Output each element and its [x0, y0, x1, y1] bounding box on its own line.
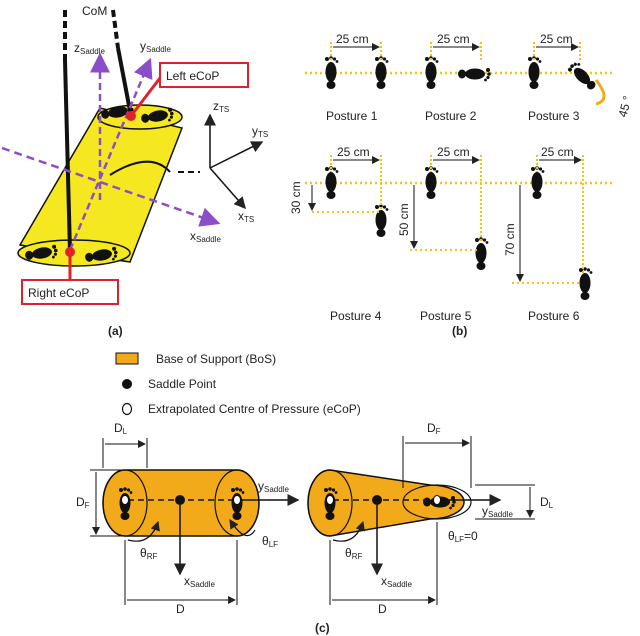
theta-rf-arc — [127, 520, 160, 542]
z-ts-label: zTS — [213, 99, 229, 114]
df-label: DF — [76, 495, 90, 510]
y-saddle-label: ySaddle — [140, 39, 171, 54]
posture4-right-foot — [375, 204, 389, 237]
p1-width-label: 25 cm — [336, 32, 369, 46]
legend-ecop-marker — [121, 402, 133, 416]
c-left-x-label: xSaddle — [184, 574, 215, 589]
panel-a-label: (a) — [108, 324, 123, 338]
p3-angle-label: 45 ° — [616, 94, 635, 119]
x-ts-label: xTS — [238, 209, 254, 224]
posture4-label: Posture 4 — [330, 309, 382, 323]
c-left-saddle-point — [175, 495, 185, 505]
posture6-label: Posture 6 — [528, 309, 580, 323]
bos-left-ellipse-2 — [214, 469, 260, 537]
posture1-label: Posture 1 — [326, 109, 378, 123]
posture5-label: Posture 5 — [420, 309, 472, 323]
posture1-left-foot — [325, 56, 339, 89]
posture2-left-foot — [425, 56, 439, 89]
rotation-arc — [109, 160, 171, 176]
bos-right-ellipse-2 — [402, 484, 472, 520]
bos-right-ellipse-1 — [307, 469, 353, 537]
legend-bos-label: Base of Support (BoS) — [156, 352, 276, 366]
theta-rf-arc-right — [332, 520, 365, 542]
panel-b: 25 cm Posture 1 25 cm Posture 2 25 cm 45… — [289, 32, 635, 338]
dl-right-label: DL — [540, 495, 554, 510]
posture5-right-foot — [475, 237, 489, 270]
c-left-ecop-2 — [233, 495, 241, 505]
dl-label: DL — [114, 421, 128, 436]
panel-a: CoM zSaddle ySaddle xSaddle zTS yTS xTS … — [1, 4, 268, 338]
p6-width-label: 25 cm — [541, 145, 574, 159]
right-ecop-point — [65, 247, 75, 257]
legend: Base of Support (BoS) Saddle Point Extra… — [115, 352, 361, 416]
theta-lf-zero-label: θLF=0 — [448, 529, 478, 544]
p5-width-label: 25 cm — [437, 145, 470, 159]
right-ecop-label: Right eCoP — [28, 286, 89, 300]
theta-rf-label: θRF — [140, 546, 157, 561]
com-pole-left — [63, 59, 72, 253]
p3-angle-arc — [594, 79, 606, 106]
theta-lf-label: θLF — [262, 534, 278, 549]
d-right-label: D — [378, 602, 387, 616]
df-right-label: DF — [427, 421, 441, 436]
x-saddle-label: xSaddle — [190, 229, 221, 244]
panel-c-right: ySaddle xSaddle θRF θLF=0 DF DL D — [307, 421, 554, 616]
legend-bos-swatch — [115, 352, 139, 365]
c-right-saddle-point — [372, 495, 382, 505]
c-right-y-label: ySaddle — [482, 504, 513, 519]
com-pole-right — [116, 47, 133, 117]
p5-depth-label: 50 cm — [397, 203, 411, 236]
posture3-right-foot — [566, 59, 600, 93]
posture1-right-foot — [375, 56, 389, 89]
p6-depth-label: 70 cm — [503, 223, 517, 256]
d-label: D — [176, 602, 185, 616]
left-ecop-point — [126, 111, 136, 121]
y-ts-axis — [209, 141, 264, 169]
panel-b-label: (b) — [452, 324, 467, 338]
posture3-label: Posture 3 — [528, 109, 580, 123]
panel-c-label: (c) — [315, 621, 330, 635]
x-ts-axis — [209, 167, 246, 210]
legend-saddle-marker — [122, 379, 132, 389]
com-pole-dashed-right — [111, 9, 120, 49]
theta-rf-label-right: θRF — [345, 546, 362, 561]
bos-left-ellipse-1 — [102, 469, 148, 537]
posture2-label: Posture 2 — [425, 109, 477, 123]
posture3-left-foot — [528, 56, 542, 89]
c-left-y-label: ySaddle — [258, 479, 289, 494]
c-right-ecop-2 — [433, 495, 441, 505]
posture6-right-foot — [579, 267, 593, 300]
c-right-x-label: xSaddle — [381, 574, 412, 589]
left-ecop-box — [159, 62, 249, 88]
legend-saddle-label: Saddle Point — [148, 377, 217, 391]
posture2-right-foot — [458, 68, 491, 82]
y-saddle-axis — [68, 57, 153, 251]
left-ecop-label: Left eCoP — [166, 69, 219, 83]
p4-width-label: 25 cm — [337, 145, 370, 159]
panel-c-left: ySaddle xSaddle θRF θLF DL DF D — [76, 421, 300, 616]
theta-lf-arc — [229, 518, 256, 537]
z-saddle-label: zSaddle — [74, 41, 105, 56]
y-ts-label: yTS — [252, 124, 268, 139]
legend-ecop-label: Extrapolated Centre of Pressure (eCoP) — [148, 402, 361, 416]
p2-width-label: 25 cm — [437, 32, 470, 46]
p3-width-label: 25 cm — [540, 32, 573, 46]
c-right-ecop-1 — [326, 495, 334, 505]
left-ecop-leader — [129, 77, 162, 117]
p4-depth-label: 30 cm — [289, 181, 303, 214]
com-label: CoM — [82, 4, 107, 18]
c-left-ecop-1 — [121, 495, 129, 505]
